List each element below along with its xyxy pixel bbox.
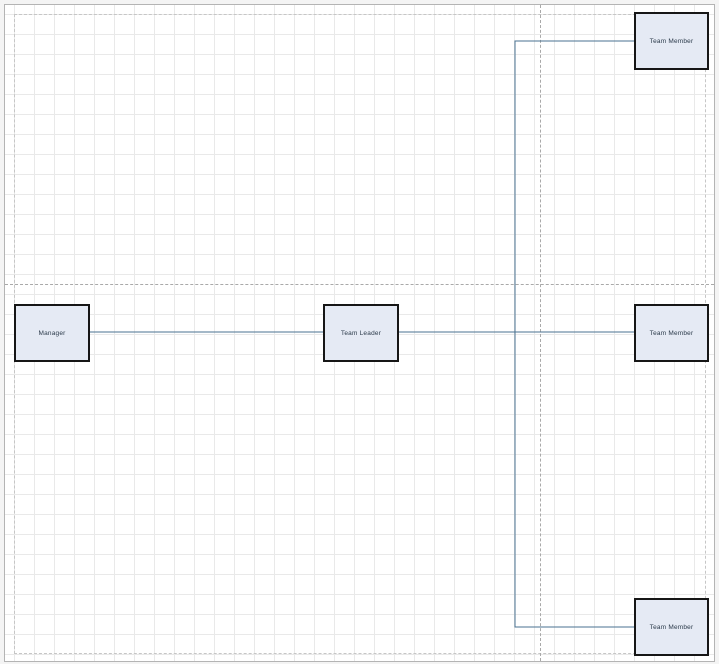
node-label: Team Member	[649, 329, 694, 337]
node-manager[interactable]: Manager	[14, 304, 90, 362]
node-team-leader[interactable]: Team Leader	[323, 304, 399, 362]
alignment-guide-vertical	[540, 5, 541, 661]
node-team-member-bottom[interactable]: Team Member	[634, 598, 709, 656]
node-label: Team Member	[649, 37, 694, 45]
alignment-guide-horizontal	[5, 284, 714, 285]
node-team-member-middle[interactable]: Team Member	[634, 304, 709, 362]
node-team-member-top[interactable]: Team Member	[634, 12, 709, 70]
node-label: Team Member	[649, 623, 694, 631]
node-label: Manager	[38, 329, 66, 337]
node-label: Team Leader	[340, 329, 382, 337]
diagram-canvas[interactable]: Manager Team Leader Team Member Team Mem…	[4, 4, 715, 662]
